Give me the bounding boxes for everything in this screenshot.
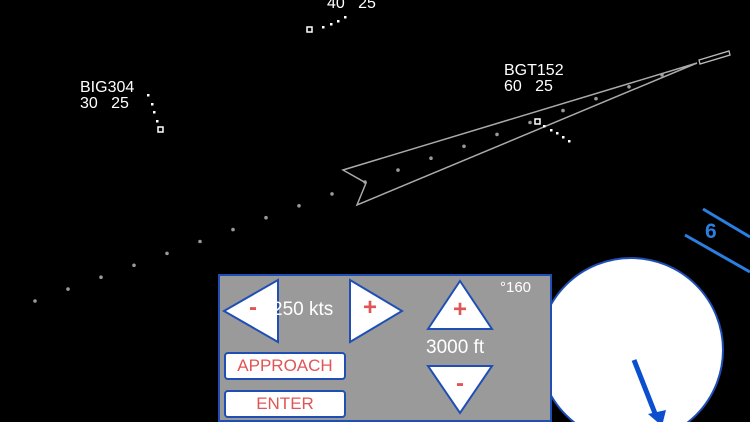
plus-icon[interactable]: + (452, 296, 467, 323)
altitude-increase-button[interactable] (426, 279, 494, 330)
runway-marker-line (702, 207, 750, 239)
aircraft-altitude: 30 (80, 95, 98, 112)
centerline-dot (231, 227, 235, 232)
heading-arrow-icon[interactable] (631, 359, 659, 417)
control-panel: - + + - 250 kts 3000 ft °160 APPROACH EN… (218, 274, 552, 422)
enter-button[interactable]: ENTER (224, 390, 346, 418)
runway-number: 6 (705, 220, 717, 243)
heading-arrowhead-icon (648, 410, 666, 422)
aircraft-blip[interactable] (534, 118, 541, 125)
runway (698, 50, 731, 65)
plus-icon[interactable]: + (362, 294, 377, 321)
altitude-decrease-button[interactable] (426, 365, 494, 415)
centerline-dot (627, 85, 631, 89)
aircraft-label: 40 25 (327, 0, 376, 12)
approach-funnel (341, 62, 698, 207)
aircraft-trail (322, 16, 347, 29)
approach-centerline (33, 73, 664, 303)
centerline-dot (462, 144, 466, 149)
centerline-dot (396, 168, 400, 172)
centerline-dot (264, 215, 268, 220)
aircraft-speed: 25 (535, 78, 553, 95)
centerline-dot (330, 192, 334, 196)
heading-readout: °160 (500, 279, 532, 296)
centerline-dot (165, 251, 169, 256)
aircraft-trail (543, 125, 571, 143)
speed-increase-button[interactable] (349, 278, 404, 344)
centerline-dot (132, 263, 136, 268)
aircraft-speed: 25 (111, 95, 129, 112)
aircraft-blip[interactable] (157, 126, 164, 133)
minus-icon[interactable]: - (249, 294, 257, 321)
centerline-dot (198, 239, 202, 244)
speed-decrease-button[interactable] (221, 278, 279, 344)
aircraft-altitude: 40 (327, 0, 345, 12)
centerline-dot (99, 275, 103, 280)
centerline-dot (297, 204, 301, 208)
centerline-dot (33, 299, 37, 303)
aircraft-callsign: BIG304 (80, 79, 135, 96)
centerline-dot (594, 96, 598, 101)
centerline-dot (528, 120, 532, 125)
aircraft-blip[interactable] (306, 26, 313, 33)
approach-button[interactable]: APPROACH (224, 352, 346, 380)
centerline-dot (429, 156, 433, 160)
speed-readout: 250 kts (272, 299, 334, 320)
centerline-dot (561, 108, 565, 113)
altitude-readout: 3000 ft (426, 337, 485, 358)
aircraft-callsign: BGT152 (504, 62, 564, 79)
minus-icon[interactable]: - (456, 370, 464, 397)
aircraft-trail (147, 94, 159, 123)
centerline-dot (66, 287, 70, 291)
centerline-dot (495, 132, 499, 137)
aircraft-speed: 25 (358, 0, 376, 12)
aircraft-altitude: 60 (504, 78, 522, 95)
heading-dial[interactable] (538, 257, 724, 422)
runway-marker-line (684, 233, 750, 274)
